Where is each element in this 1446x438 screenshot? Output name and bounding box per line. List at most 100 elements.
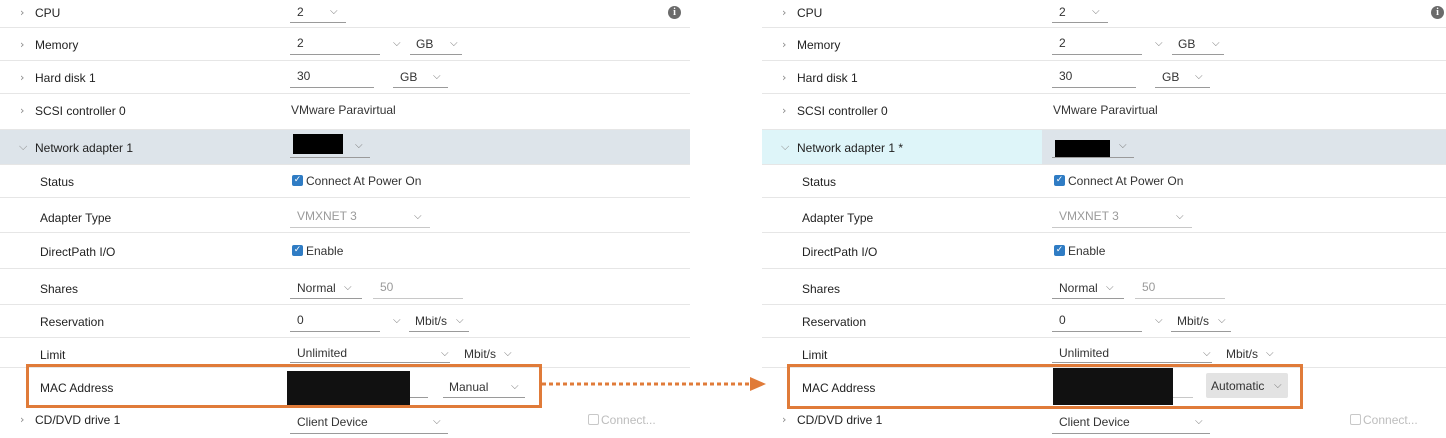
chevron-right-icon[interactable]: › — [20, 104, 25, 117]
chevron-down-icon: ⌵ — [414, 211, 422, 222]
chevron-down-icon[interactable]: ⌵ — [1155, 315, 1163, 326]
reservation-value: 0 — [297, 313, 304, 327]
mac-address-row: MAC Address Automatic ⌵ — [762, 368, 1446, 405]
scsi-value: VMware Paravirtual — [1053, 103, 1158, 117]
chevron-down-icon[interactable]: ⌵ — [19, 140, 28, 153]
chevron-down-icon[interactable]: ⌵ — [1203, 348, 1211, 359]
hard-disk-unit-underline — [393, 87, 448, 88]
memory-row: › Memory 2 ⌵ GB ⌵ — [0, 28, 690, 61]
shares-number: 50 — [1142, 280, 1156, 294]
vm-hardware-panel-after: › CPU 2 ⌵ i › Memory 2 ⌵ GB ⌵ › Hard dis… — [762, 0, 1446, 438]
memory-label: Memory — [797, 38, 841, 52]
mac-mode-select[interactable]: Automatic ⌵ — [1206, 373, 1288, 398]
limit-value: Unlimited — [1059, 346, 1110, 360]
adapter-type-value: VMXNET 3 — [297, 209, 357, 223]
chevron-down-icon: ⌵ — [1218, 315, 1226, 326]
shares-number-underline — [373, 298, 463, 299]
directpath-value: Enable — [1068, 244, 1106, 258]
chevron-right-icon[interactable]: › — [20, 38, 25, 51]
status-value: Connect At Power On — [306, 174, 422, 188]
chevron-down-icon[interactable]: ⌵ — [393, 315, 401, 326]
network-adapter-row[interactable]: ⌵ Network adapter 1 * ⌵ — [762, 130, 1446, 165]
network-underline — [290, 157, 370, 158]
shares-underline — [1052, 298, 1124, 299]
dotted-arrow-icon — [542, 377, 766, 391]
chevron-right-icon[interactable]: › — [782, 71, 787, 84]
shares-row: Shares Normal ⌵ 50 — [0, 269, 690, 305]
chevron-right-icon[interactable]: › — [782, 38, 787, 51]
cd-dvd-underline — [290, 433, 448, 434]
chevron-down-icon[interactable]: ⌵ — [781, 140, 790, 153]
hard-disk-row: › Hard disk 1 30 GB ⌵ — [762, 61, 1446, 94]
chevron-down-icon[interactable]: ⌵ — [441, 348, 449, 359]
hard-disk-unit: GB — [400, 70, 418, 84]
shares-row: Shares Normal ⌵ 50 — [762, 269, 1446, 305]
connect-label: Connect... — [1363, 413, 1418, 427]
info-icon[interactable]: i — [1431, 6, 1444, 19]
chevron-down-icon[interactable]: ⌵ — [393, 38, 401, 49]
mac-mode-value: Manual — [449, 380, 489, 394]
redacted-network-name — [293, 134, 343, 154]
directpath-label: DirectPath I/O — [40, 245, 116, 259]
reservation-label: Reservation — [802, 315, 867, 329]
chevron-down-icon: ⌵ — [355, 140, 363, 151]
mac-address-underline — [1173, 397, 1193, 398]
limit-unit: Mbit/s — [1226, 347, 1259, 361]
chevron-down-icon: ⌵ — [504, 348, 512, 359]
checkbox-checked-icon[interactable]: ✓ — [1054, 245, 1065, 256]
chevron-right-icon[interactable]: › — [20, 71, 25, 84]
shares-value: Normal — [297, 281, 336, 295]
chevron-down-icon: ⌵ — [1119, 140, 1127, 151]
mac-address-underline — [410, 397, 428, 398]
connect-checkbox[interactable] — [588, 414, 599, 425]
cd-dvd-value: Client Device — [1059, 415, 1130, 429]
chevron-right-icon[interactable]: › — [782, 104, 787, 117]
network-underline — [1052, 157, 1134, 158]
chevron-right-icon[interactable]: › — [782, 413, 787, 426]
checkbox-checked-icon[interactable]: ✓ — [1054, 175, 1065, 186]
chevron-right-icon[interactable]: › — [20, 6, 25, 19]
checkbox-checked-icon[interactable]: ✓ — [292, 245, 303, 256]
scsi-label: SCSI controller 0 — [797, 104, 888, 118]
network-adapter-label-cell — [762, 130, 1042, 164]
hard-disk-value: 30 — [297, 69, 311, 83]
status-label: Status — [40, 175, 75, 189]
network-adapter-row[interactable]: ⌵ Network adapter 1 ⌵ — [0, 130, 690, 165]
chevron-down-icon: ⌵ — [433, 71, 441, 82]
connect-checkbox[interactable] — [1350, 414, 1361, 425]
reservation-unit-underline — [1171, 331, 1231, 332]
adapter-type-row: Adapter Type VMXNET 3 ⌵ — [0, 198, 690, 233]
info-icon[interactable]: i — [668, 6, 681, 19]
chevron-down-icon: ⌵ — [344, 282, 352, 293]
chevron-down-icon: ⌵ — [1106, 282, 1114, 293]
memory-label: Memory — [35, 38, 79, 52]
chevron-right-icon[interactable]: › — [20, 413, 25, 426]
chevron-down-icon[interactable]: ⌵ — [1155, 38, 1163, 49]
cpu-row: › CPU 2 ⌵ i — [0, 0, 690, 28]
cd-dvd-value: Client Device — [297, 415, 368, 429]
memory-unit: GB — [416, 37, 434, 51]
cpu-underline — [1052, 22, 1108, 23]
memory-underline — [290, 54, 380, 55]
scsi-row: › SCSI controller 0 VMware Paravirtual — [762, 94, 1446, 130]
adapter-type-value: VMXNET 3 — [1059, 209, 1119, 223]
reservation-underline — [1052, 331, 1142, 332]
mac-highlight-box — [787, 364, 1303, 409]
adapter-type-row: Adapter Type VMXNET 3 ⌵ — [762, 198, 1446, 233]
scsi-row: › SCSI controller 0 VMware Paravirtual — [0, 94, 690, 130]
chevron-down-icon: ⌵ — [511, 381, 519, 392]
checkbox-checked-icon[interactable]: ✓ — [292, 175, 303, 186]
status-row: Status ✓ Connect At Power On — [762, 165, 1446, 198]
chevron-right-icon[interactable]: › — [782, 6, 787, 19]
status-value: Connect At Power On — [1068, 174, 1184, 188]
vm-hardware-panel-before: › CPU 2 ⌵ i › Memory 2 ⌵ GB ⌵ › Hard dis… — [0, 0, 690, 438]
hard-disk-unit: GB — [1162, 70, 1180, 84]
limit-underline — [290, 362, 450, 363]
chevron-down-icon: ⌵ — [1195, 416, 1203, 427]
memory-unit-underline — [410, 54, 462, 55]
adapter-type-label: Adapter Type — [802, 211, 874, 225]
adapter-type-underline — [1052, 227, 1192, 228]
network-adapter-label: Network adapter 1 * — [797, 141, 904, 155]
directpath-row: DirectPath I/O ✓ Enable — [762, 233, 1446, 269]
limit-label: Limit — [802, 348, 828, 362]
